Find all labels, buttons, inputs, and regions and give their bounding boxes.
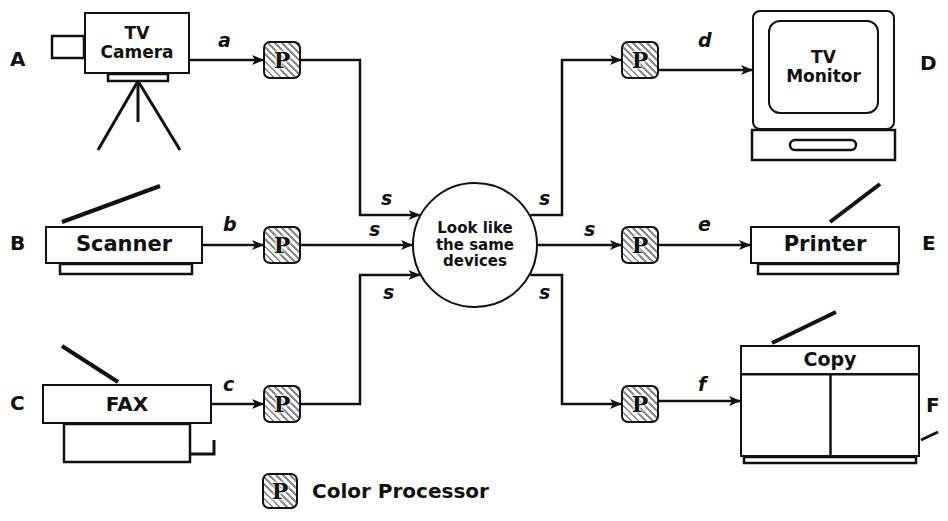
signal-arrow <box>203 244 263 247</box>
signal-letter: e <box>697 214 712 235</box>
color-processor: P <box>621 226 659 264</box>
hub-circle: Look like the same devices <box>412 182 538 308</box>
node-label: Scanner <box>76 233 172 256</box>
printer-body: Printer <box>750 226 900 264</box>
signal-arrow <box>301 60 420 215</box>
node-label: FAX <box>106 393 148 415</box>
camera-plate <box>108 74 168 81</box>
node-label: Copy <box>804 349 857 370</box>
signal-letter: s <box>538 188 551 209</box>
node-label: TV Monitor <box>784 48 864 85</box>
node-label: Look like the same devices <box>425 220 525 270</box>
processor-letter: P <box>274 48 291 72</box>
node-label: Printer <box>784 233 867 256</box>
fax-handset <box>62 346 118 382</box>
legend-sample: P <box>262 473 298 509</box>
copier-base <box>744 457 916 463</box>
camera-body: TV Camera <box>84 12 190 74</box>
signal-arrow <box>301 275 420 404</box>
processor-letter: P <box>632 392 649 416</box>
signal-arrow <box>190 59 263 62</box>
color-processor: P <box>263 226 301 264</box>
fax-base <box>64 424 190 462</box>
fax-body: FAX <box>42 384 212 424</box>
scanner-body: Scanner <box>45 226 203 264</box>
signal-arrow <box>212 403 263 406</box>
processor-letter: P <box>272 479 289 503</box>
device-letter: F <box>926 394 940 416</box>
monitor-stand <box>752 130 895 160</box>
legend-text: Color Processor <box>312 480 489 502</box>
copier-body: Copy <box>740 345 920 457</box>
signal-arrow <box>659 69 752 72</box>
tripod-leg <box>98 81 138 150</box>
signal-arrow <box>301 244 412 247</box>
camera-lens <box>52 36 84 58</box>
signal-letter: s <box>538 282 551 303</box>
fax-tray <box>190 440 214 454</box>
signal-arrow <box>530 60 621 215</box>
printer-base <box>758 264 898 274</box>
tv-monitor: TV Monitor <box>752 10 895 130</box>
signal-arrow <box>659 244 750 247</box>
processor-letter: P <box>632 48 649 72</box>
copier-lid <box>772 312 836 343</box>
color-processor: P <box>621 41 659 79</box>
device-letter: E <box>922 232 936 254</box>
signal-letter: d <box>697 30 713 51</box>
processor-letter: P <box>274 233 291 257</box>
tripod-leg <box>137 81 140 122</box>
signal-letter: s <box>583 219 596 240</box>
signal-letter: b <box>222 214 238 235</box>
monitor-slot <box>790 140 856 150</box>
processor-letter: P <box>632 233 649 257</box>
signal-arrow <box>538 244 621 247</box>
device-letter: B <box>10 232 25 254</box>
monitor-screen: TV Monitor <box>768 20 879 114</box>
signal-arrow <box>530 275 621 404</box>
color-processor: P <box>621 385 659 423</box>
printer-lid <box>830 184 880 222</box>
tripod-leg <box>138 81 180 150</box>
device-letter: D <box>920 52 937 74</box>
signal-arrow <box>659 400 740 403</box>
node-label: TV Camera <box>97 24 177 61</box>
processor-letter: P <box>274 392 291 416</box>
scanner-lid <box>62 186 160 222</box>
signal-letter: c <box>222 374 235 395</box>
device-letter: C <box>10 392 25 414</box>
color-processor: P <box>263 385 301 423</box>
scanner-base <box>60 264 192 274</box>
signal-letter: a <box>217 30 232 51</box>
signal-letter: s <box>380 188 393 209</box>
copier-handle <box>921 432 938 440</box>
color-processor: P <box>263 41 301 79</box>
device-letter: A <box>10 48 25 70</box>
signal-letter: s <box>382 282 395 303</box>
signal-letter: f <box>697 374 707 395</box>
signal-letter: s <box>368 219 381 240</box>
